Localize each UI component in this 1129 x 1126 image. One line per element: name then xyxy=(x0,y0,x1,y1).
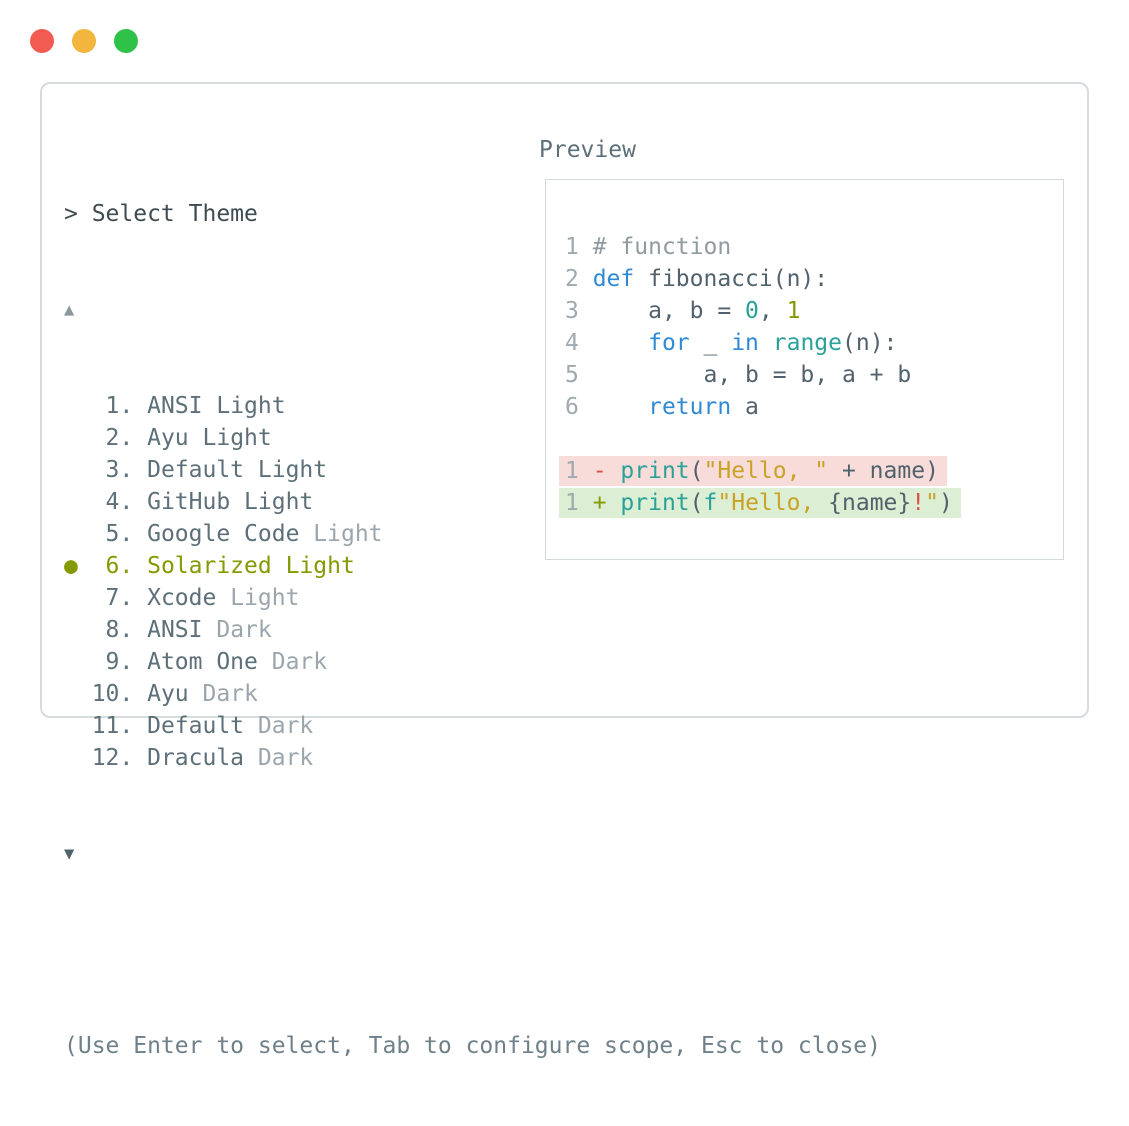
theme-variant: Dark xyxy=(257,713,314,739)
theme-variant: Dark xyxy=(216,617,272,643)
theme-number: 11. xyxy=(91,713,148,739)
theme-name: ANSI xyxy=(147,617,203,643)
theme-variant: Dark xyxy=(202,681,258,707)
theme-list-item[interactable]: 4. GitHub Light xyxy=(64,486,881,518)
zoom-button[interactable] xyxy=(114,29,138,53)
line-number: 4 xyxy=(565,330,593,356)
line-number: 1 xyxy=(565,458,593,484)
keybinding-hint: (Use Enter to select, Tab to configure s… xyxy=(64,1033,881,1059)
code-line: 5 a, b = b, a + b xyxy=(565,362,912,388)
theme-number: 5. xyxy=(91,521,148,547)
bullet-spacer xyxy=(64,617,92,643)
theme-number: 6. xyxy=(91,553,148,579)
bullet-spacer xyxy=(64,489,92,515)
selected-bullet-icon: ● xyxy=(64,553,92,579)
theme-variant: Light xyxy=(244,489,314,515)
diff-highlight: 1 + print(f"Hello, {name}!") xyxy=(559,488,961,518)
theme-name: Default xyxy=(147,457,245,483)
theme-name: Ayu xyxy=(147,425,189,451)
code-line: 1 # function xyxy=(565,234,732,260)
bullet-spacer xyxy=(64,457,92,483)
theme-number: 2. xyxy=(91,425,148,451)
bullet-spacer xyxy=(64,393,92,419)
bullet-spacer xyxy=(64,649,92,675)
theme-number: 7. xyxy=(91,585,148,611)
theme-name: ANSI xyxy=(147,393,203,419)
theme-name: Atom One xyxy=(147,649,258,675)
theme-list-item[interactable]: 2. Ayu Light xyxy=(64,422,881,454)
line-number: 3 xyxy=(565,298,593,324)
code-line: 4 for _ in range(n): xyxy=(565,330,898,356)
theme-variant: Light xyxy=(230,585,300,611)
select-theme-prompt: > Select Theme xyxy=(64,201,258,227)
theme-picker-panel: > Select Theme ▲ 1. ANSI Light 2. Ayu Li… xyxy=(40,82,1089,1059)
diff-removed-line: 1 - print("Hello, " + name) xyxy=(546,455,1063,487)
window-controls xyxy=(30,29,138,53)
theme-name: Default xyxy=(147,713,245,739)
theme-number: 4. xyxy=(91,489,148,515)
theme-variant: Light xyxy=(202,425,272,451)
line-number: 1 xyxy=(565,234,593,260)
theme-number: 8. xyxy=(91,617,148,643)
theme-variant: Light xyxy=(313,521,383,547)
theme-list-item-selected[interactable]: ● 6. Solarized Light xyxy=(64,550,881,582)
scroll-down-icon[interactable]: ▼ xyxy=(64,844,75,864)
theme-name: GitHub xyxy=(147,489,231,515)
theme-list-item[interactable]: 5. Google Code Light xyxy=(64,518,881,550)
spacer xyxy=(64,934,881,966)
theme-list-item[interactable]: 8. ANSI Dark xyxy=(64,614,881,646)
theme-name: Dracula xyxy=(147,745,245,771)
line-number: 1 xyxy=(565,490,593,516)
theme-variant: Dark xyxy=(271,649,328,675)
bullet-spacer xyxy=(64,521,92,547)
theme-number: 1. xyxy=(91,393,148,419)
code-line: 2 def fibonacci(n): xyxy=(565,266,829,292)
preview-label: Preview xyxy=(539,137,636,163)
theme-variant: Light xyxy=(257,457,328,483)
theme-number: 3. xyxy=(91,457,148,483)
bullet-spacer xyxy=(64,425,92,451)
theme-number: 9. xyxy=(91,649,148,675)
line-number: 2 xyxy=(565,266,593,292)
theme-variant: Light xyxy=(216,393,286,419)
blank-line xyxy=(565,423,1063,455)
theme-name: Google Code xyxy=(147,521,300,547)
code-line: 3 a, b = 0, 1 xyxy=(565,298,801,324)
bullet-spacer xyxy=(64,745,92,771)
bullet-spacer xyxy=(64,681,92,707)
theme-list-item[interactable]: 3. Default Light xyxy=(64,454,881,486)
bullet-spacer xyxy=(64,713,92,739)
theme-name: Solarized xyxy=(147,553,272,579)
diff-highlight: 1 - print("Hello, " + name) xyxy=(559,456,947,486)
bullet-spacer xyxy=(64,585,92,611)
code-area: 1 # function 2 def fibonacci(n): 3 a, b = … xyxy=(546,180,1063,519)
line-number: 6 xyxy=(565,394,593,420)
theme-list-item[interactable]: 7. Xcode Light xyxy=(64,582,881,614)
theme-list-item[interactable]: 10. Ayu Dark xyxy=(64,678,881,710)
preview-pane: 1 # function 2 def fibonacci(n): 3 a, b = … xyxy=(545,179,1064,560)
diff-plus-sign: + xyxy=(592,490,621,516)
theme-list-item[interactable]: 9. Atom One Dark xyxy=(64,646,881,678)
close-button[interactable] xyxy=(30,29,54,53)
diff-minus-sign: - xyxy=(592,458,621,484)
line-number: 5 xyxy=(565,362,593,388)
code-line: 6 return a xyxy=(565,394,759,420)
theme-variant: Light xyxy=(285,553,355,579)
theme-variant: Dark xyxy=(257,745,314,771)
theme-list-item[interactable]: 12. Dracula Dark xyxy=(64,742,881,774)
diff-added-line: 1 + print(f"Hello, {name}!") xyxy=(546,487,1063,519)
minimize-button[interactable] xyxy=(72,29,96,53)
theme-name: Xcode xyxy=(147,585,217,611)
scroll-up-icon[interactable]: ▲ xyxy=(64,300,75,320)
theme-number: 10. xyxy=(91,681,148,707)
theme-number: 12. xyxy=(91,745,148,771)
theme-list-item[interactable]: 1. ANSI Light xyxy=(64,390,881,422)
theme-list-item[interactable]: 11. Default Dark xyxy=(64,710,881,742)
theme-name: Ayu xyxy=(147,681,189,707)
